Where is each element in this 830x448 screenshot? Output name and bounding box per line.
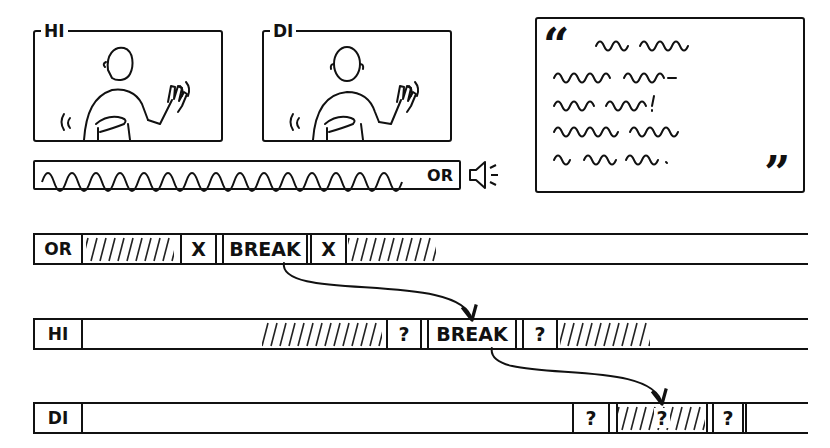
timeline-cell: BREAK <box>427 320 517 348</box>
divider-line <box>745 402 747 434</box>
timeline-cell: X <box>180 235 217 263</box>
timeline-row: HI? BREAK? <box>33 318 808 350</box>
node-label: OR <box>35 235 83 263</box>
cell-label: ? <box>583 408 598 428</box>
person-figure <box>62 48 190 140</box>
video-frame: DI <box>262 30 452 142</box>
timeline-cell: ? <box>522 320 558 348</box>
hatch-fill <box>617 404 705 432</box>
timeline-cell: BREAK <box>222 235 308 263</box>
cell-label: X <box>319 239 338 259</box>
cell-label: ? <box>532 324 547 344</box>
node-label: HI <box>35 320 83 348</box>
timeline-cell: ? <box>572 404 610 432</box>
quote-box <box>536 18 804 192</box>
flow-arrow <box>492 348 662 404</box>
hatch-fill <box>560 320 650 348</box>
node-label: OR <box>427 166 453 186</box>
flow-arrow <box>284 263 472 320</box>
cell-label: ? <box>396 324 411 344</box>
timeline-row: DI??? <box>33 402 808 434</box>
quote-mark: ” <box>764 150 790 196</box>
timeline-cell: ? <box>386 320 422 348</box>
cell-label: BREAK <box>227 239 303 259</box>
timeline-row: OR X BREAK X <box>33 233 808 265</box>
timeline-cell: ? <box>712 404 744 432</box>
cell-label: BREAK <box>434 324 510 344</box>
person-figure <box>291 47 419 140</box>
node-label: DI <box>270 21 296 41</box>
scribble-text <box>554 42 688 165</box>
node-label: HI <box>41 21 68 41</box>
node-label: DI <box>35 404 83 432</box>
timeline-cell: ? <box>616 404 708 432</box>
hatch-fill <box>348 235 436 263</box>
speaker-icon <box>470 162 498 188</box>
audio-bar: OR <box>33 160 461 190</box>
hatch-fill <box>262 320 382 348</box>
cell-label: ? <box>654 408 669 428</box>
hatch-fill <box>86 235 174 263</box>
video-frame: HI <box>33 30 223 142</box>
cell-label: X <box>189 239 208 259</box>
timeline-cell: X <box>310 235 347 263</box>
quote-mark: “ <box>543 22 569 68</box>
cell-label: ? <box>720 408 735 428</box>
